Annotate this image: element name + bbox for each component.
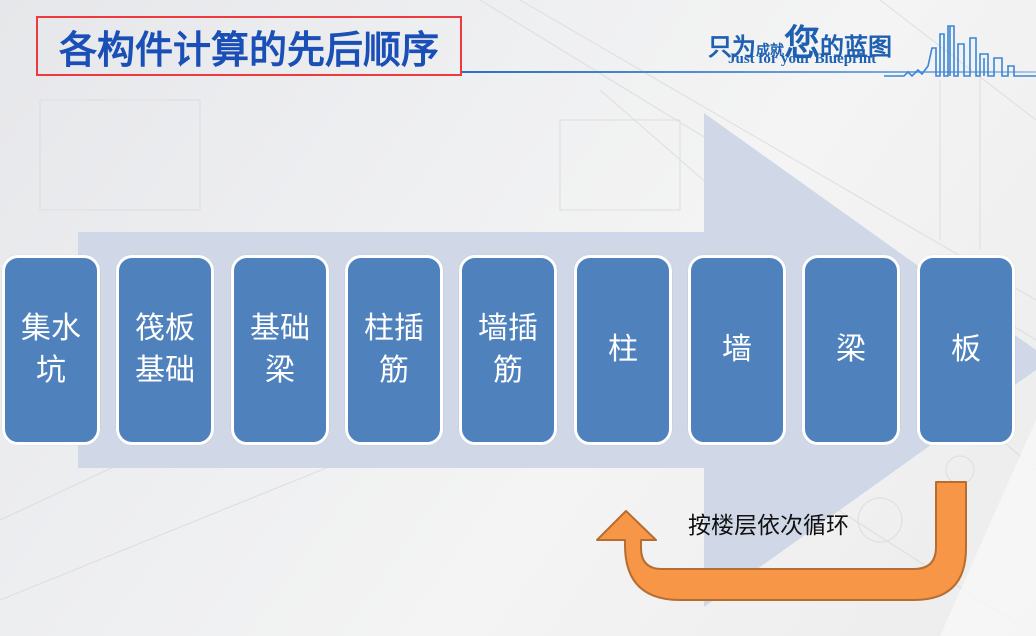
step-slab: 板 [917,255,1015,445]
step-column: 柱 [574,255,672,445]
step-label: 柱插筋 [364,311,424,388]
step-label: 基础梁 [250,311,310,388]
logo-text-3: 您 [784,22,821,64]
step-foundation-beam: 基础梁 [231,255,329,445]
logo-slogan-en: Just for your Blueprint [728,51,877,67]
step-sump-pit: 集水坑 [2,255,100,445]
step-label: 柱 [608,332,638,367]
step-raft-foundation: 筏板基础 [116,255,214,445]
step-column-dowel: 柱插筋 [345,255,443,445]
step-label: 板 [951,332,981,367]
step-beam: 梁 [802,255,900,445]
logo-text-2: 成就 [756,43,784,59]
step-wall-dowel: 墙插筋 [459,255,557,445]
step-label: 墙 [722,332,752,367]
skyline-icon [884,25,1036,78]
step-label: 集水坑 [21,311,81,388]
loop-label: 按楼层依次循环 [688,513,849,539]
step-label: 梁 [836,332,866,367]
logo-text-1: 只为 [708,32,756,61]
step-label: 墙插筋 [478,311,538,388]
slide-title: 各构件计算的先后顺序 [58,27,439,72]
logo-slogan-cn: 只为成就您的蓝图 [708,14,892,66]
brand-logo: 只为成就您的蓝图 Just for your Blueprint [700,4,1036,78]
step-label: 筏板基础 [135,311,195,388]
header-divider [462,71,1036,73]
logo-text-4: 的蓝图 [820,32,893,61]
slide-title-box: 各构件计算的先后顺序 [36,16,462,76]
step-wall: 墙 [688,255,786,445]
